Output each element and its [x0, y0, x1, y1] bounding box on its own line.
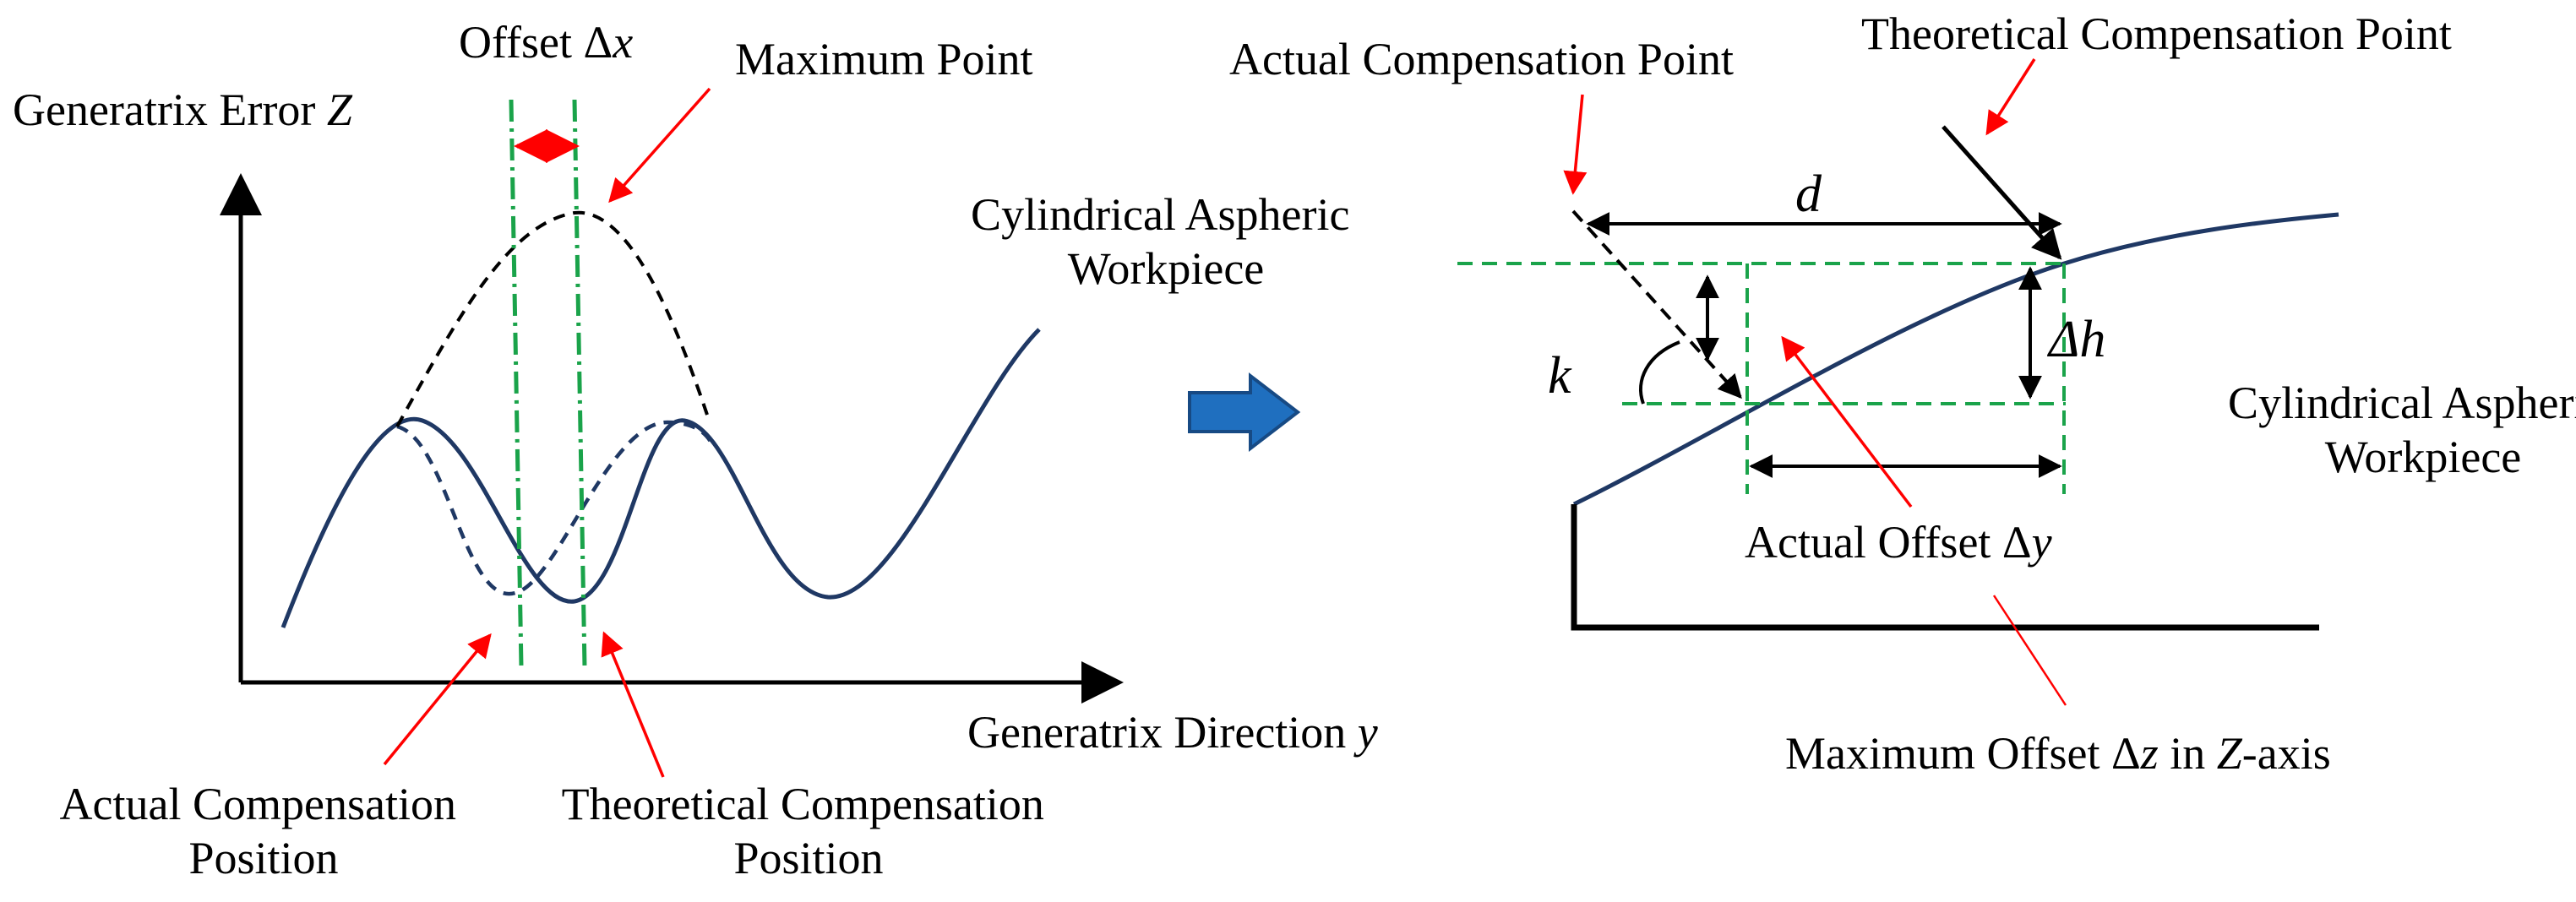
maximum-point-pointer [608, 87, 711, 204]
theoretical-point-pointer [1985, 58, 2036, 136]
theoretical-position-guide [572, 99, 587, 668]
actual-point-label: Actual Compensation Point [1229, 34, 1734, 84]
workpiece-label-left: Cylindrical Aspheric Workpiece [971, 189, 1361, 294]
k-angle-arc [1639, 340, 1680, 405]
max-offset-pointer [1992, 595, 2067, 706]
k-label: k [1548, 347, 1572, 405]
compensated-curve-dashed [396, 420, 716, 596]
offset-label: Offset Δx [459, 17, 633, 68]
maximum-point-label: Maximum Point [735, 34, 1033, 84]
axis-z-label: Generatrix Error Z [13, 84, 353, 135]
axis-y-label: Generatrix Direction y [967, 707, 1378, 758]
right-panel: Actual Compensation Point Theoretical Co… [1229, 8, 2576, 779]
left-panel: Generatrix Error Z Offset Δx Maximum Poi… [13, 17, 1378, 883]
max-offset-label: Maximum Offset Δz in Z-axis [1785, 728, 2331, 779]
d-label: d [1795, 166, 1822, 223]
workpiece-profile [1572, 212, 2339, 507]
theoretical-point-leader [1942, 125, 2062, 260]
actual-offset-pointer [1781, 335, 1913, 508]
theoretical-position-label: Theoretical Compensation Position [562, 779, 1056, 883]
actual-position-guide [509, 99, 524, 668]
theoretical-position-pointer [601, 631, 665, 778]
workpiece-body [1571, 504, 2319, 631]
workpiece-error-curve [280, 328, 1041, 628]
actual-point-pointer [1563, 94, 1588, 195]
actual-position-pointer [383, 633, 492, 766]
actual-offset-label: Actual Offset Δy [1745, 517, 2052, 568]
error-envelope-dashed [395, 210, 711, 427]
actual-position-label: Actual Compensation Position [60, 779, 468, 883]
compensation-path-dashed [1571, 209, 1742, 399]
delta-h-label: Δh [2046, 311, 2105, 368]
workpiece-label-right: Cylindrical Aspheric Workpiece [2228, 378, 2576, 482]
right-arrow-icon [1188, 372, 1301, 453]
theoretical-point-label: Theoretical Compensation Point [1861, 8, 2452, 59]
